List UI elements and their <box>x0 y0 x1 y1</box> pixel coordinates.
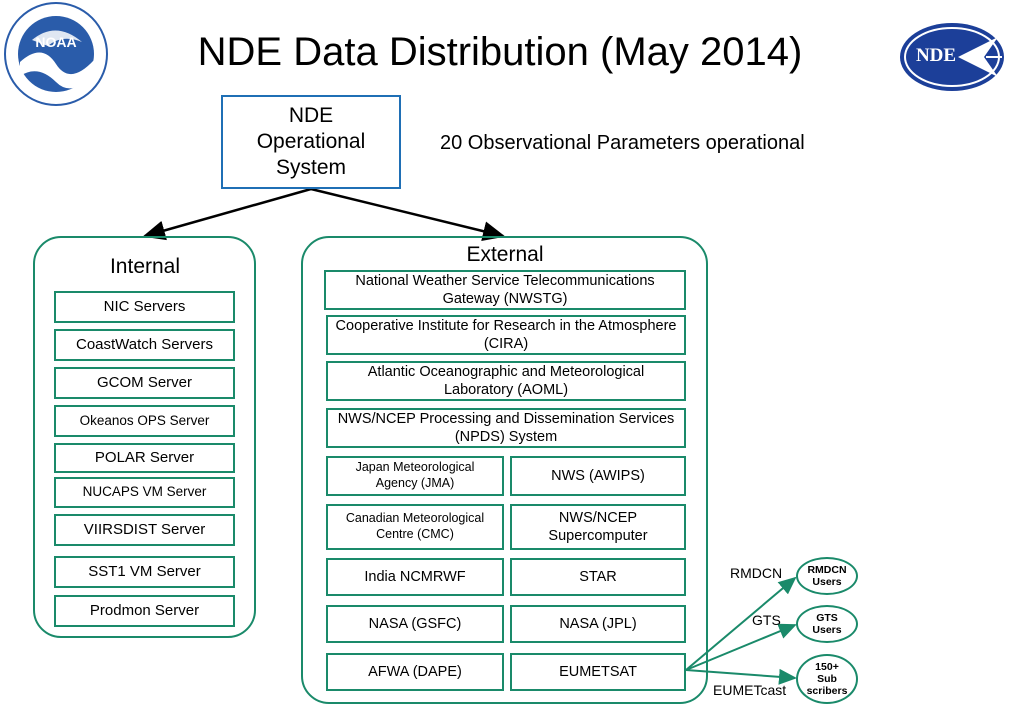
external-destination-box: NWS/NCEP Supercomputer <box>510 504 686 550</box>
external-destination-box: National Weather Service Telecommunicati… <box>324 270 686 310</box>
node-line: RMDCN <box>807 563 847 576</box>
external-destination-box: AFWA (DAPE) <box>326 653 504 691</box>
arrow-to-internal <box>142 187 312 241</box>
nde-operational-system-box: NDE Operational System <box>221 95 401 189</box>
external-destination-box: Japan Meteorological Agency (JMA) <box>326 456 504 496</box>
node-line: 150+ <box>815 660 839 673</box>
page-title: NDE Data Distribution (May 2014) <box>197 30 803 74</box>
external-destination-box: NASA (JPL) <box>510 605 686 643</box>
external-destination-box: Atlantic Oceanographic and Meteorologica… <box>326 361 686 401</box>
external-destination-box: NWS/NCEP Processing and Dissemination Se… <box>326 408 686 448</box>
external-destination-box: EUMETSAT <box>510 653 686 691</box>
nde-logo-text: NDE <box>915 45 957 66</box>
internal-server-box: NIC Servers <box>54 291 235 323</box>
internal-server-box: GCOM Server <box>54 367 235 399</box>
arrow-to-gts <box>685 623 797 671</box>
eumetcast-label: EUMETcast <box>713 682 787 698</box>
external-destination-box: NWS (AWIPS) <box>510 456 686 496</box>
external-destination-box: Canadian Meteorological Centre (CMC) <box>326 504 504 550</box>
internal-server-box: CoastWatch Servers <box>54 329 235 361</box>
node-line: GTS <box>816 611 838 624</box>
external-destination-box: Cooperative Institute for Research in th… <box>326 315 686 355</box>
gts-users-node: GTS Users <box>796 605 858 643</box>
arrow-to-external <box>310 187 506 241</box>
internal-server-box: VIIRSDIST Server <box>54 514 235 546</box>
node-line: scribers <box>806 685 848 698</box>
external-title: External <box>466 243 544 266</box>
internal-title: Internal <box>109 255 181 278</box>
internal-server-box: Prodmon Server <box>54 595 235 627</box>
internal-group <box>33 236 256 638</box>
external-group <box>301 236 708 704</box>
internal-server-box: Okeanos OPS Server <box>54 405 235 437</box>
gts-label: GTS <box>752 612 781 628</box>
arrow-to-rmdcn <box>685 576 797 671</box>
external-destination-box: NASA (GSFC) <box>326 605 504 643</box>
node-line: Users <box>812 576 842 588</box>
parameters-note: 20 Observational Parameters operational <box>440 132 805 154</box>
external-destination-box: STAR <box>510 558 686 596</box>
system-line: System <box>275 156 346 180</box>
rmdcn-label: RMDCN <box>730 565 783 581</box>
noaa-logo-text: NOAA <box>35 34 77 50</box>
external-destination-box: India NCMRWF <box>326 558 504 596</box>
system-line: NDE <box>288 103 334 127</box>
subscribers-node: 150+ Sub scribers <box>796 654 858 704</box>
internal-server-box: POLAR Server <box>54 443 235 473</box>
rmdcn-users-node: RMDCN Users <box>796 557 858 595</box>
noaa-logo: NOAA <box>2 2 110 106</box>
internal-server-box: NUCAPS VM Server <box>54 477 235 508</box>
system-line: Operational <box>256 129 366 153</box>
nde-logo: NDE <box>898 21 1006 93</box>
internal-server-box: SST1 VM Server <box>54 556 235 588</box>
node-line: Sub <box>817 672 837 685</box>
node-line: Users <box>812 624 842 636</box>
arrow-to-eumetcast <box>685 668 797 685</box>
